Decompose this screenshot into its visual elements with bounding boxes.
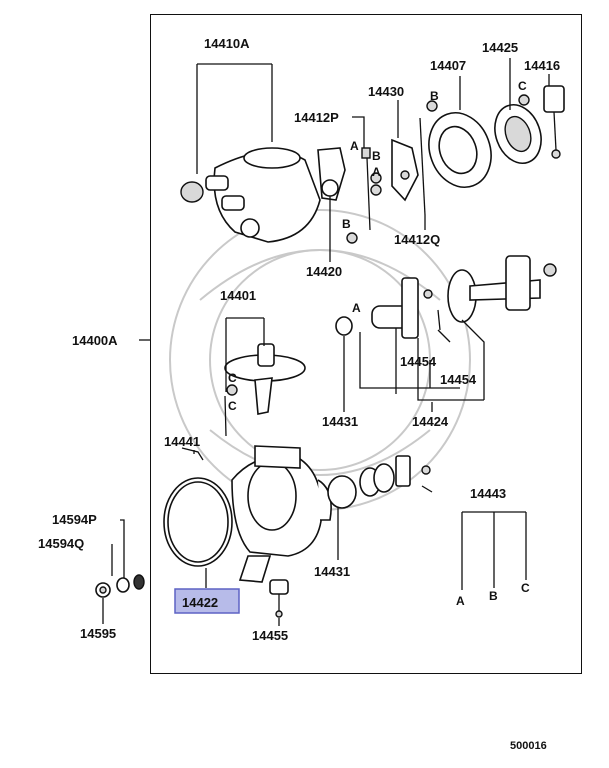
gasket-14422 [163,477,233,567]
document-id: 500016 [510,740,547,752]
callout-14401: 14401 [220,288,256,303]
marker-a-1: A [350,139,359,153]
housing-14400A [231,445,332,583]
spring-14441 [181,447,204,461]
marker-a-3: A [352,301,361,315]
legend-a: A [456,594,465,608]
condenser-14416 [543,85,565,159]
legend-b: B [489,589,498,603]
points-14430 [391,117,426,216]
callout-14424: 14424 [412,414,449,429]
marker-c-1: C [518,79,527,93]
callout-14425: 14425 [482,40,518,55]
callout-14594Q: 14594Q [38,536,84,551]
callout-14420: 14420 [306,264,342,279]
governor-shaft-14424 [335,255,557,339]
marker-b-2: B [430,89,439,103]
callout-14412Q: 14412Q [394,232,440,247]
callout-14400A: 14400A [72,333,118,348]
distributor-cap-14410A [180,147,321,243]
callout-14595: 14595 [80,626,116,641]
marker-a-2: A [372,165,381,179]
leader-lines [102,58,550,626]
callout-14422: 14422 [182,595,218,610]
callout-14455: 14455 [252,628,288,643]
callout-14416: 14416 [524,58,560,73]
callout-14454-upper: 14454 [400,354,437,369]
marker-c-3: C [228,371,237,385]
breaker-plate-14407 [426,100,492,188]
letter-markers: A B A B C B C A C A B C [228,79,530,608]
callout-14412P: 14412P [294,110,339,125]
highlight-box-14422 [174,588,240,614]
oil-seal-14425 [494,94,542,164]
callout-14431-upper: 14431 [322,414,358,429]
nuts-washers [95,574,145,598]
callout-14594P: 14594P [52,512,97,527]
diagram-frame [150,14,582,674]
callout-14431-lower: 14431 [314,564,350,579]
callout-14454-lower: 14454 [440,372,477,387]
marker-c-2: C [228,399,237,413]
marker-b-3: B [372,149,381,163]
callout-14430: 14430 [368,84,404,99]
sensor-14455 [269,579,289,618]
legend-c: C [521,581,530,595]
callout-14443: 14443 [470,486,506,501]
screw-set-14412P [346,147,382,244]
vacuum-advance-14401 [224,343,306,437]
callout-14441: 14441 [164,434,200,449]
rotor-14420 [317,147,346,201]
o-ring-14431 [327,455,433,509]
marker-b-1: B [342,217,351,231]
callout-14410A: 14410A [204,36,250,51]
callout-14407: 14407 [430,58,466,73]
callout-labels: 14410A 14412P 14430 14407 14425 14416 14… [38,36,560,643]
